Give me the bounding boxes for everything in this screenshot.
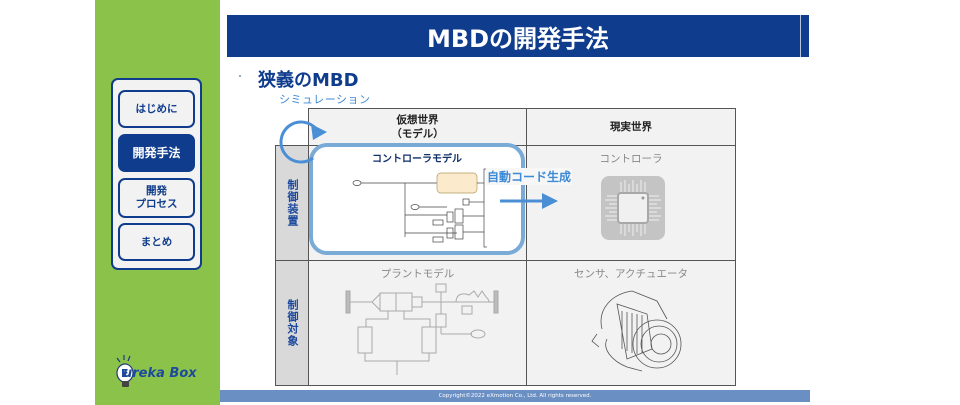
logo-text: ureka Box: [123, 366, 197, 381]
section-nav: はじめに 開発手法 開発 プロセス まとめ: [111, 78, 202, 270]
nav-item-methods[interactable]: 開発手法: [118, 134, 195, 172]
section-heading: 狭義のMBD: [258, 70, 359, 91]
nav-item-process[interactable]: 開発 プロセス: [118, 178, 195, 218]
cell-real-plant: センサ、アクチュエータ: [526, 260, 736, 386]
controller-model-box: コントローラモデル: [309, 143, 525, 255]
chip-icon: [601, 176, 665, 240]
nav-item-intro[interactable]: はじめに: [118, 90, 195, 128]
col-header-real: 現実世界: [526, 108, 736, 146]
cell-virtual-plant: プラントモデル: [308, 260, 527, 386]
auto-codegen-label: 自動コード生成: [486, 168, 573, 185]
simulink-diagram: [352, 168, 487, 248]
bullet-dot: [239, 75, 241, 77]
alternator-icon: [591, 290, 682, 372]
plant-model-diagram: [345, 283, 499, 375]
eureka-box-logo: E: [116, 355, 134, 387]
row-header-plant: 制御対象: [275, 260, 309, 386]
plant-model-label: プラントモデル: [380, 268, 455, 280]
simulation-loop-arrow-icon: [279, 120, 327, 164]
codegen-arrow-icon: [500, 193, 558, 209]
divider: [800, 15, 801, 57]
nav-item-summary[interactable]: まとめ: [118, 223, 195, 261]
controller-model-label: コントローラモデル: [372, 154, 462, 165]
simulation-label: シミュレーション: [279, 93, 371, 106]
lightbulb-icon: E: [116, 355, 134, 387]
sensor-actuator-label: センサ、アクチュエータ: [573, 268, 689, 280]
col-header-virtual: 仮想世界 （モデル）: [308, 108, 527, 146]
svg-text:E: E: [121, 367, 129, 380]
controller-label: コントローラ: [599, 153, 663, 165]
row-header-controller: 制御装置: [275, 145, 309, 261]
copyright-footer: Copyright©2022 eXmotion Co., Ltd. All ri…: [220, 390, 810, 402]
slide-title: MBDの開発手法: [227, 15, 809, 57]
